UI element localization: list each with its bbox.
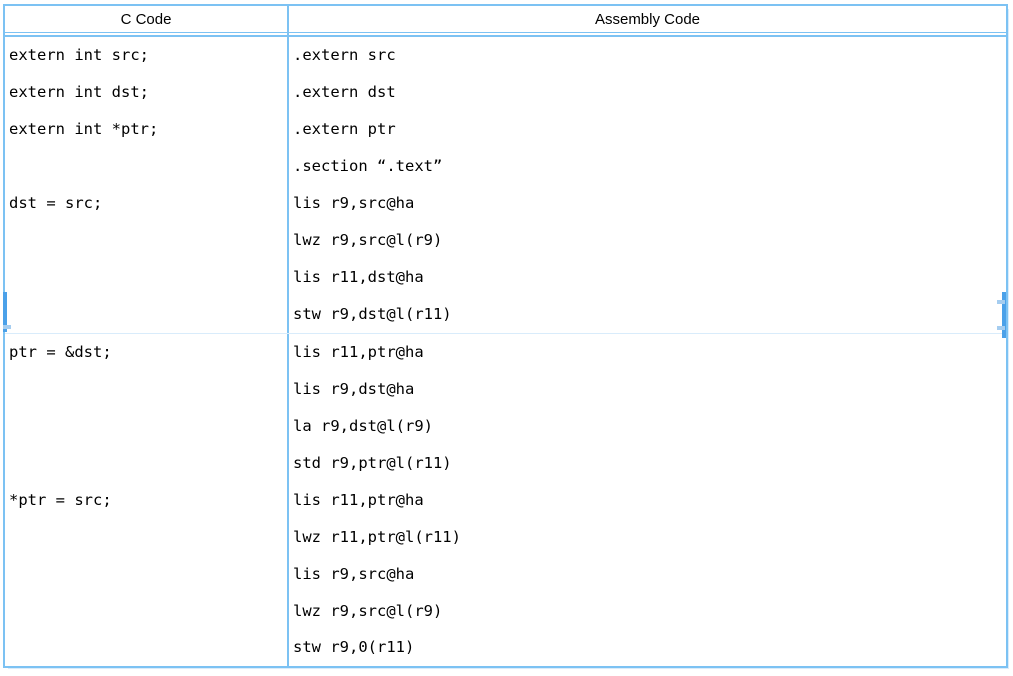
assembly-code-cell: lis r11,dst@ha [293,268,424,287]
c-code-cell [5,370,289,408]
table-row: .section “.text” [5,147,1006,185]
row-split-notch-left [3,325,11,329]
table-row: ptr = &dst;lis r11,ptr@ha [5,332,1006,371]
row-split-notch-right-top [997,300,1005,304]
table-row: *ptr = src;lis r11,ptr@ha [5,481,1006,519]
table-row: lis r9,dst@ha [5,370,1006,408]
table-row: lwz r9,src@l(r9) [5,221,1006,259]
table-row: lwz r9,src@l(r9) [5,592,1006,629]
c-code-cell: extern int *ptr; [5,110,289,148]
column-divider [287,33,289,35]
c-code-cell: dst = src; [5,184,289,222]
column-header-c-code: C Code [5,6,289,32]
c-code-cell [5,629,289,666]
column-header-assembly-code: Assembly Code [594,10,701,28]
table-row: lis r11,dst@ha [5,258,1006,296]
table-row: la r9,dst@l(r9) [5,407,1006,445]
row-split-notch-right-bottom [997,326,1005,330]
c-code-cell [5,295,289,333]
c-code-cell [5,147,289,185]
table-row: extern int src;.extern src [5,37,1006,74]
c-code-cell [5,555,289,593]
assembly-code-cell: lwz r11,ptr@l(r11) [293,527,461,546]
table-row: lis r9,src@ha [5,555,1006,593]
code-comparison-table: C Code Assembly Code extern int src;.ext… [3,4,1008,668]
table-row: dst = src;lis r9,src@ha [5,184,1006,222]
assembly-code-cell: .extern src [293,46,396,65]
assembly-code-cell: stw r9,0(r11) [293,638,415,657]
table-row: stw r9,0(r11) [5,629,1006,666]
assembly-code-cell: la r9,dst@l(r9) [293,416,433,435]
table-row: extern int *ptr;.extern ptr [5,110,1006,148]
table-row: std r9,ptr@l(r11) [5,444,1006,482]
header-double-rule [5,33,1006,37]
c-code-cell [5,592,289,629]
assembly-code-cell: std r9,ptr@l(r11) [293,453,452,472]
c-code-cell: ptr = &dst; [5,333,289,371]
c-code-cell: extern int src; [5,37,289,74]
assembly-code-cell: lis r9,dst@ha [293,379,415,398]
c-code-cell [5,221,289,259]
table-row: extern int dst;.extern dst [5,73,1006,111]
row-split-marker-right [1002,292,1006,338]
table-header-row: C Code Assembly Code [5,6,1006,33]
c-code-cell [5,258,289,296]
assembly-code-cell: lis r9,src@ha [293,194,415,213]
c-code-cell: *ptr = src; [5,481,289,519]
assembly-code-cell: stw r9,dst@l(r11) [293,305,452,324]
assembly-code-cell: lis r9,src@ha [293,564,415,583]
assembly-code-cell: lwz r9,src@l(r9) [293,601,443,620]
assembly-code-cell: .section “.text” [293,157,443,176]
row-split-marker-left [3,292,7,332]
table-row: lwz r11,ptr@l(r11) [5,518,1006,556]
assembly-code-cell: lwz r9,src@l(r9) [293,231,443,250]
assembly-code-cell: .extern ptr [293,120,396,139]
c-code-cell [5,407,289,445]
assembly-code-cell: lis r11,ptr@ha [293,490,424,509]
table-row: stw r9,dst@l(r11) [5,295,1006,333]
c-code-cell [5,518,289,556]
c-code-cell [5,444,289,482]
c-code-cell: extern int dst; [5,73,289,111]
assembly-code-cell: .extern dst [293,83,396,102]
assembly-code-cell: lis r11,ptr@ha [293,342,424,361]
